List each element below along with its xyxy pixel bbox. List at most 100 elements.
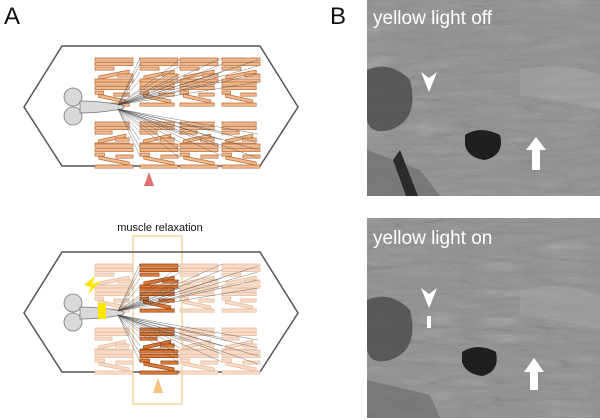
arrow-icon <box>526 137 546 170</box>
muscle-fiber <box>221 268 261 273</box>
muscle-fiber <box>244 279 261 284</box>
muscle-fiber <box>221 86 257 91</box>
muscle-fiber <box>94 332 130 337</box>
muscle-fiber <box>200 343 215 348</box>
muscle-fiber <box>221 349 261 354</box>
muscle-fiber <box>179 62 219 67</box>
muscle-fiber <box>179 102 215 107</box>
nerve <box>117 108 141 133</box>
muscle-fiber <box>94 292 130 297</box>
muscle-fiber <box>98 69 130 80</box>
nerve <box>117 314 259 357</box>
muscle-fiber <box>139 263 179 268</box>
micrograph-top-caption: yellow light off <box>373 8 493 29</box>
nerve <box>117 108 141 149</box>
nerve <box>117 314 141 347</box>
muscle-fiber <box>221 152 232 157</box>
muscle-fiber <box>221 164 261 169</box>
nerve <box>117 287 259 312</box>
muscle-fiber <box>179 148 219 153</box>
muscle-fiber <box>160 137 175 142</box>
stimulus-marker-icon <box>144 172 154 186</box>
muscle-fiber <box>221 263 261 268</box>
muscle-fiber <box>221 336 240 341</box>
nerve <box>117 287 181 312</box>
muscle-fiber <box>179 86 215 91</box>
muscle-fiber <box>179 81 215 86</box>
muscle-fiber <box>221 130 240 135</box>
nerve <box>117 314 223 355</box>
nerve <box>117 314 141 339</box>
nerve <box>117 108 181 135</box>
relaxation-highlight-box <box>132 235 183 405</box>
muscle-fiber <box>117 73 134 78</box>
muscle-fiber <box>94 349 134 354</box>
nerve <box>117 108 223 133</box>
micrograph-top: yellow light off <box>367 0 600 196</box>
nerve <box>117 285 141 312</box>
nerve <box>117 65 259 106</box>
muscle-fiber <box>139 62 179 67</box>
marker-dash <box>427 316 431 328</box>
nerve <box>117 73 181 106</box>
brain-lobe <box>63 106 83 126</box>
muscle-fiber <box>221 62 261 67</box>
nerve <box>117 108 181 143</box>
nerve <box>117 314 141 363</box>
nerve <box>117 81 181 106</box>
muscle-fiber <box>179 263 219 268</box>
muscle-fiber <box>240 298 257 303</box>
muscle-fiber <box>221 102 257 107</box>
nerve <box>117 314 181 349</box>
muscle-fiber <box>162 73 179 78</box>
arrowhead-icon <box>421 288 437 308</box>
brain-lobe <box>63 87 83 107</box>
relaxation-label: muscle relaxation <box>117 222 203 234</box>
muscle-fiber <box>221 296 231 301</box>
muscle-fiber <box>200 137 215 142</box>
nerve <box>117 108 141 157</box>
muscle-fiber <box>179 152 190 157</box>
muscle-fiber <box>139 148 179 153</box>
muscle-fiber <box>94 81 130 86</box>
muscle-fiber <box>94 121 130 126</box>
nerve <box>117 314 181 357</box>
muscle-fiber <box>221 126 257 131</box>
muscle-fiber <box>94 336 113 341</box>
muscle-fiber <box>139 130 158 135</box>
muscle-fiber <box>94 152 105 157</box>
nerve <box>117 314 223 363</box>
muscle-fiber <box>94 57 134 62</box>
muscle-fiber <box>242 154 261 159</box>
muscle-fiber <box>200 360 219 365</box>
muscle-fiber <box>139 66 160 71</box>
muscle-fiber <box>139 308 175 313</box>
muscle-fiber <box>221 308 257 313</box>
nerve <box>117 314 181 365</box>
muscle-fiber <box>160 154 179 159</box>
muscle-fiber <box>94 327 130 332</box>
muscle-segments <box>94 57 261 169</box>
muscle-fiber <box>139 370 179 375</box>
nerve <box>117 314 181 341</box>
muscle-fiber <box>179 327 215 332</box>
nerve <box>117 79 141 106</box>
panel-a-label: A <box>4 3 20 30</box>
muscle-fiber <box>179 358 190 363</box>
muscle-fiber <box>139 349 179 354</box>
nerve <box>117 314 259 341</box>
nerve <box>117 63 141 106</box>
muscle-fiber <box>160 343 175 348</box>
nerve <box>117 265 259 312</box>
nerve <box>117 108 141 141</box>
muscle-fiber <box>94 272 115 277</box>
muscle-fiber <box>139 57 179 62</box>
muscle-fiber <box>98 275 130 286</box>
muscle-fiber <box>94 354 134 359</box>
muscle-fiber <box>139 143 179 148</box>
nerve <box>117 59 259 106</box>
muscle-fiber <box>198 298 215 303</box>
muscle-fiber <box>94 62 134 67</box>
nerve <box>117 108 259 159</box>
